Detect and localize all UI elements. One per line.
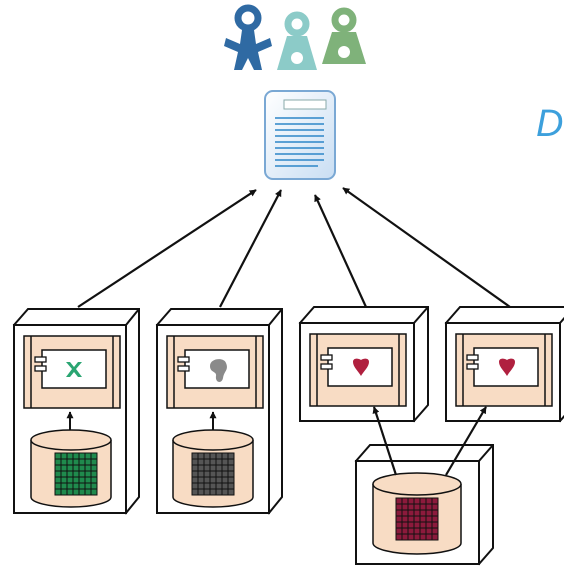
service-1-component: [23, 335, 121, 409]
edge-service-3-to-document: [313, 194, 368, 308]
edge-shared-datastore-to-service-4: [445, 406, 487, 476]
service-1-datastore: [30, 429, 112, 508]
gray-blob-icon: [210, 359, 227, 382]
service-2: [155, 308, 283, 515]
green-x-icon: [66, 362, 82, 377]
service-1: [12, 308, 140, 515]
clipped-heading: D: [536, 103, 563, 145]
users-group: [224, 4, 366, 70]
service-3: [298, 306, 429, 423]
datastore-grid-gray: [191, 452, 235, 496]
datastore-grid-green: [54, 452, 98, 496]
service-4-component: [455, 333, 553, 407]
red-heart-icon: [353, 358, 369, 376]
service-2-component: [166, 335, 264, 409]
service-2-datastore: [172, 429, 254, 508]
person-teal-icon: [277, 11, 317, 70]
service-3-component: [309, 333, 407, 407]
edge-service-2-to-document: [219, 189, 282, 308]
edges-to-document: [77, 187, 511, 308]
person-green-icon: [322, 7, 366, 64]
datastore-grid-maroon: [395, 497, 439, 541]
red-heart-icon: [499, 358, 515, 376]
shared-datastore: [354, 444, 494, 566]
person-dark-blue-icon: [224, 4, 272, 70]
service-4: [444, 306, 564, 423]
edge-shared-datastore-to-service-3: [372, 406, 398, 476]
document-icon: [264, 90, 336, 180]
edge-service-1-to-document: [77, 189, 257, 308]
edge-service-4-to-document: [342, 187, 511, 308]
